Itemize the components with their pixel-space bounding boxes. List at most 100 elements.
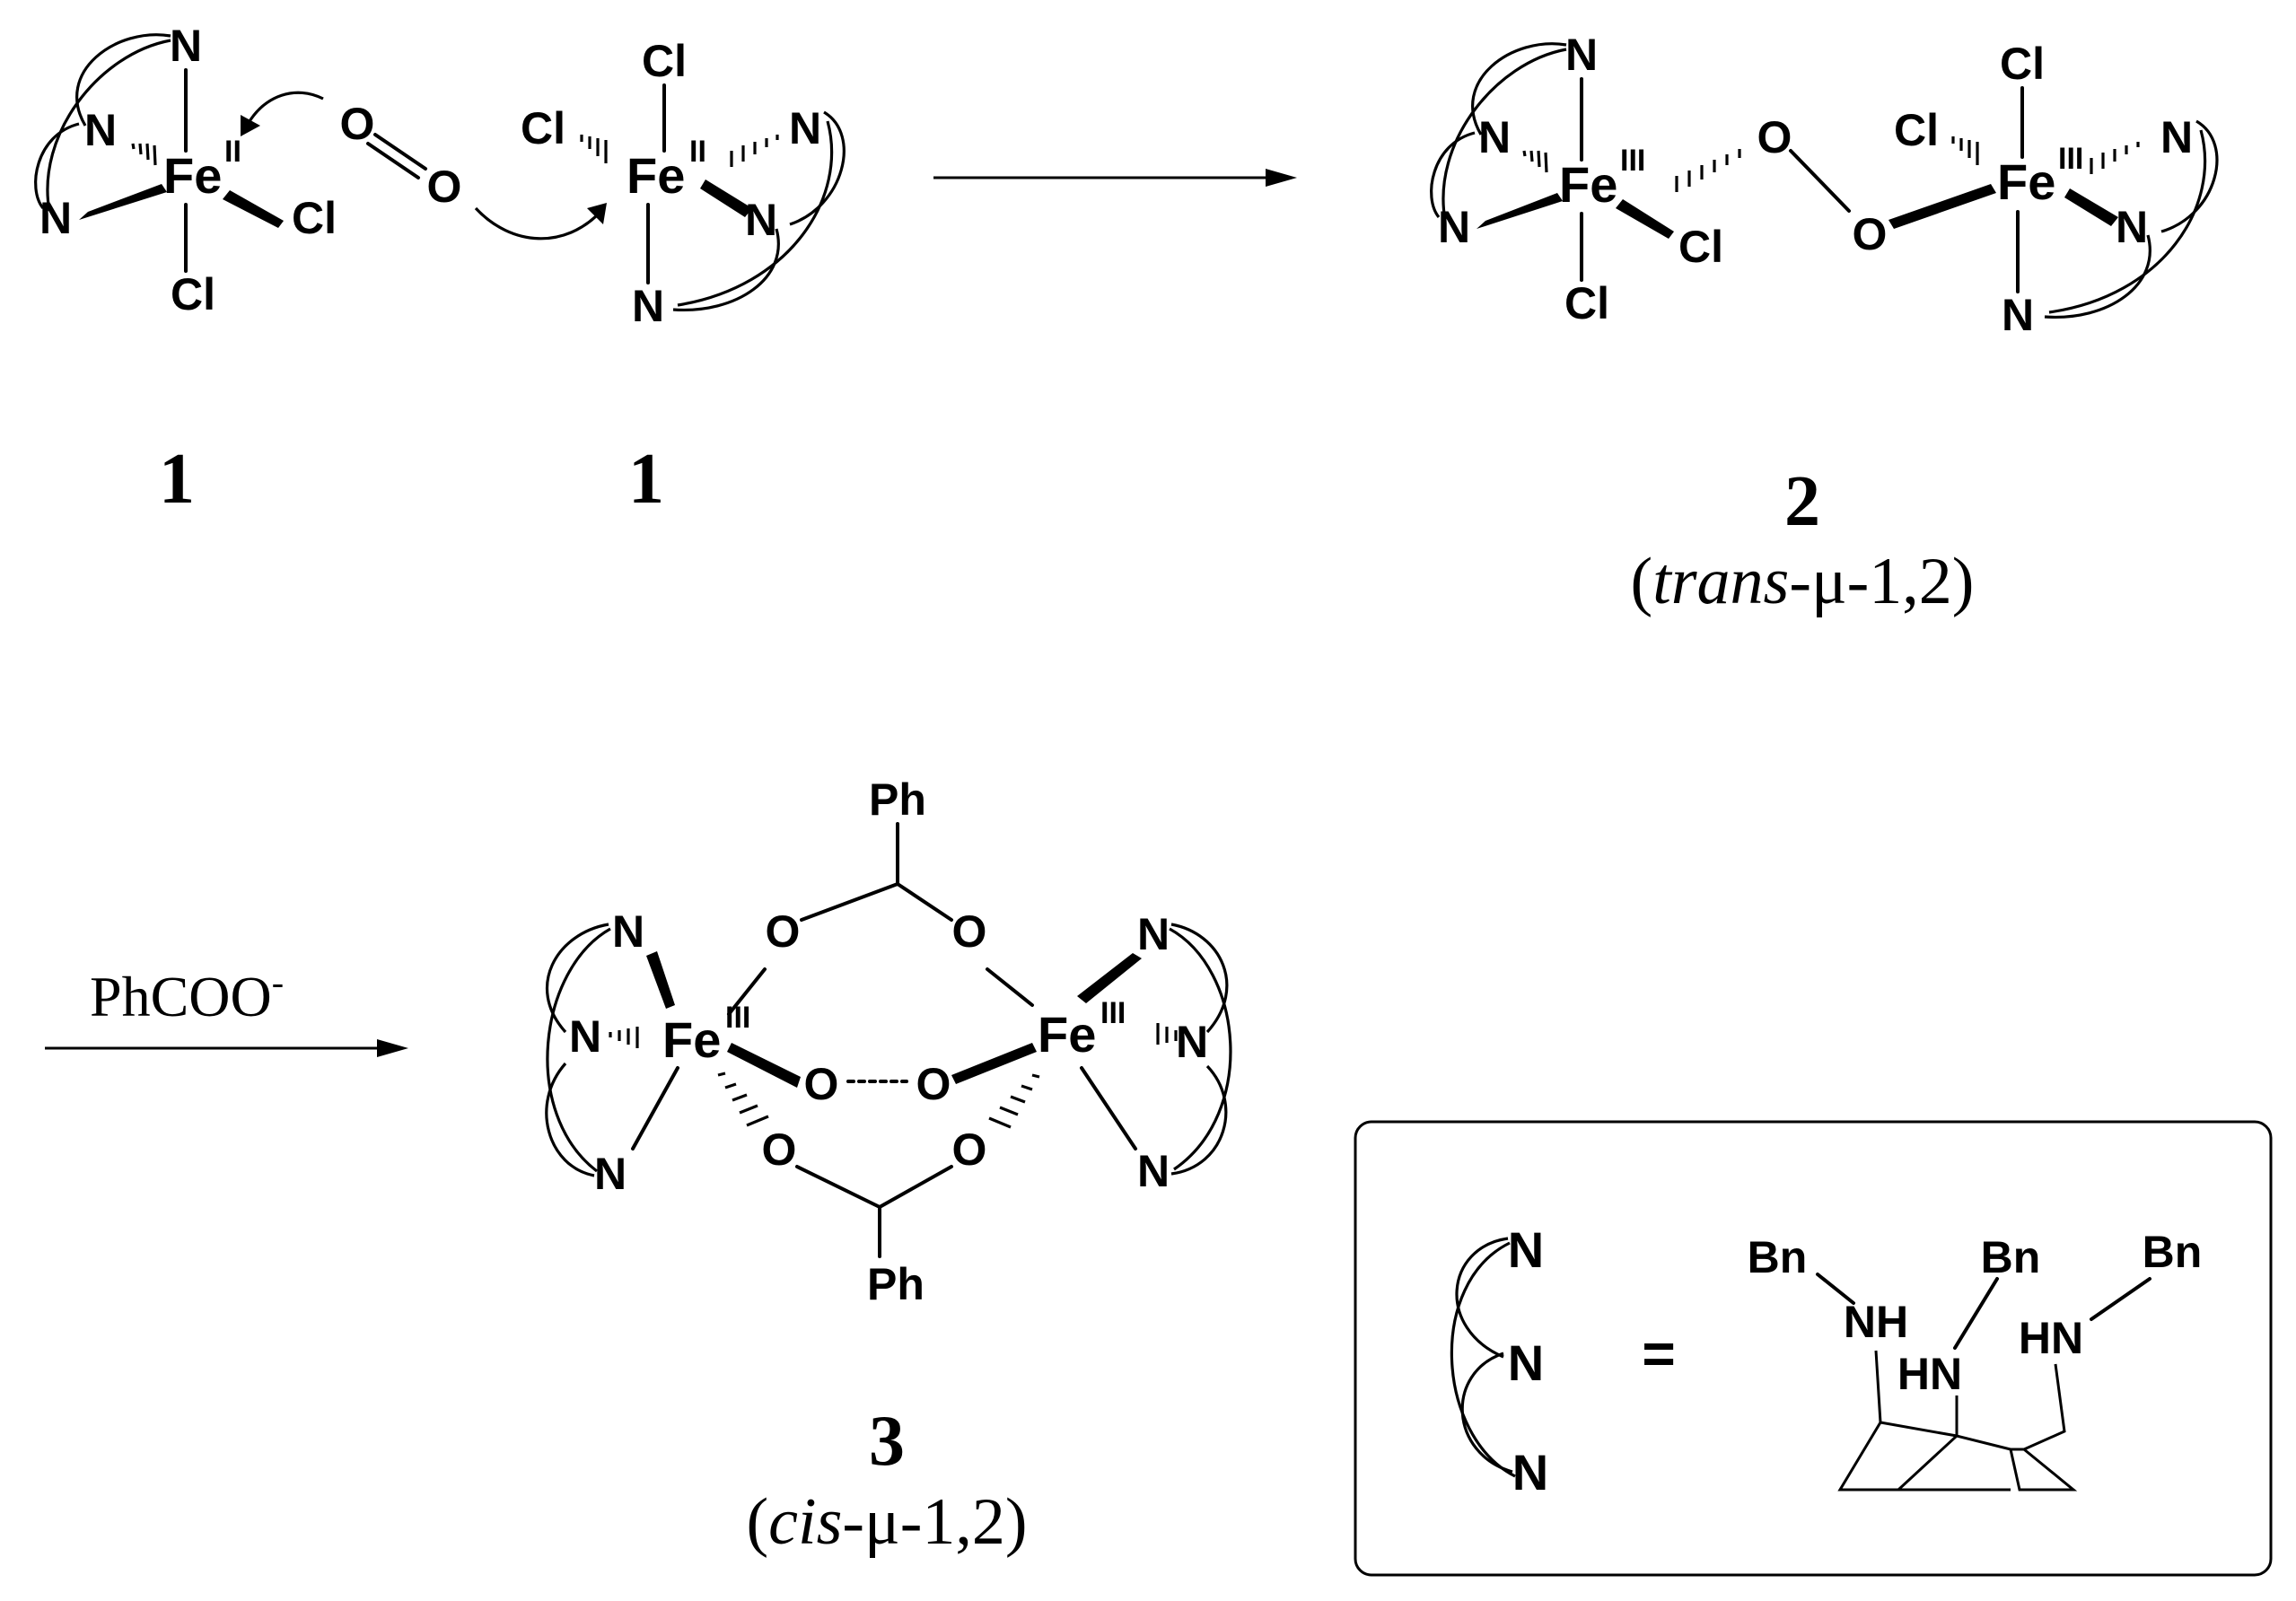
bond — [1816, 1273, 1855, 1305]
ligand-arc — [1455, 1237, 1509, 1359]
benzyl-group: Bn — [1748, 1232, 1808, 1282]
ligand-legend-box: N N N = Bn Bn Bn NH HN HN — [1354, 1120, 2273, 1577]
compound-label: 2 — [1784, 462, 1820, 541]
amine-group: NH — [1844, 1297, 1908, 1347]
compound-label: 3 — [869, 1402, 905, 1481]
atom-n: N — [789, 103, 821, 153]
bond — [631, 1066, 679, 1150]
atom-cl: Cl — [292, 193, 337, 243]
ligand-arc — [1430, 131, 1476, 219]
atom-cl: Cl — [1678, 222, 1723, 272]
atom-n: N — [2160, 112, 2193, 162]
atom-fe: Fe — [662, 1011, 721, 1068]
atom-o: O — [804, 1059, 839, 1109]
hashed-bond — [988, 1073, 1040, 1129]
atom-n: N — [569, 1011, 601, 1062]
electron-arrow — [245, 91, 324, 127]
atom-fe: Fe — [627, 147, 685, 204]
hashed-bond — [131, 143, 157, 166]
hashed-bond — [1156, 1023, 1178, 1045]
compound-descriptor: (cis-μ-1,2) — [747, 1485, 1028, 1559]
ligand-arc — [546, 927, 611, 1173]
atom-cl: Cl — [521, 103, 565, 153]
cyclohexane-ring — [1837, 1350, 2078, 1492]
atom-o: O — [427, 162, 462, 212]
benzyl-group: Bn — [1981, 1232, 2041, 1282]
ligand-arc — [2160, 119, 2219, 233]
reaction-arrow — [933, 169, 1297, 187]
hashed-bond — [717, 1072, 769, 1127]
atom-n: N — [612, 906, 644, 957]
double-bond — [373, 133, 427, 171]
wedge-bond — [79, 184, 167, 220]
hashed-bond — [730, 135, 779, 167]
wedge-bond — [1889, 184, 1996, 229]
bond — [1080, 1066, 1137, 1150]
atom-o: O — [1757, 112, 1792, 162]
bond — [878, 1165, 953, 1209]
double-bond — [366, 142, 420, 179]
oxidation-state-2: II — [224, 135, 241, 169]
amine-group: HN — [1897, 1349, 1962, 1399]
ligand-arc — [1442, 48, 1567, 221]
ligand-arc — [2048, 129, 2207, 314]
bond — [896, 882, 953, 922]
benzyl-group: Bn — [2143, 1227, 2203, 1277]
bond — [795, 1165, 881, 1209]
atom-cl: Cl — [1894, 105, 1939, 155]
hashed-bond — [2090, 142, 2140, 174]
atom-cl: Cl — [171, 269, 215, 319]
ligand-arc — [34, 122, 80, 210]
atom-ph: Ph — [869, 774, 926, 825]
ligand-arc — [677, 120, 834, 307]
hashed-bond — [580, 135, 608, 163]
atom-n: N — [1137, 909, 1170, 959]
atom-ph: Ph — [867, 1259, 925, 1309]
hashed-bond — [1951, 136, 1979, 165]
atom-o: O — [766, 906, 801, 957]
ligand-arc — [545, 1062, 595, 1177]
atom-n: N — [1508, 1221, 1544, 1278]
atom-n: N — [2116, 202, 2148, 252]
equals-sign: = — [1642, 1321, 1675, 1386]
ligand-arc — [46, 39, 171, 212]
atom-n: N — [745, 195, 777, 245]
reaction-arrow-2: PhCOO- — [45, 962, 408, 1057]
dioxygen: O O — [241, 91, 607, 241]
atom-n: N — [1508, 1334, 1544, 1391]
wedge-bond — [1616, 199, 1674, 239]
amine-group: HN — [2019, 1313, 2083, 1363]
arrowhead — [241, 115, 260, 136]
atom-cl: Cl — [2000, 39, 2045, 89]
atom-n: N — [39, 193, 72, 243]
arrowhead — [587, 203, 607, 224]
atom-o: O — [1853, 209, 1888, 259]
compound-1-left: N N N Fe II Cl Cl — [34, 21, 337, 319]
atom-n: N — [1478, 112, 1511, 162]
ligand-arc — [1169, 927, 1232, 1171]
oxidation-state-3: III — [1100, 996, 1126, 1030]
atom-n: N — [632, 281, 664, 331]
ligand-arc — [2044, 234, 2151, 319]
atom-o: O — [762, 1124, 797, 1175]
atom-n: N — [1137, 1146, 1170, 1196]
atom-n: N — [170, 21, 202, 71]
atom-fe: Fe — [1038, 1006, 1096, 1063]
hashed-bond — [1522, 150, 1548, 173]
atom-cl: Cl — [1564, 278, 1609, 328]
ligand-arc — [1170, 1064, 1228, 1176]
wedge-bond — [1477, 193, 1563, 229]
ligand-arc — [75, 33, 171, 127]
bond — [1953, 1277, 1999, 1350]
oxidation-state-3: III — [725, 1001, 750, 1035]
ligand-arc — [546, 923, 609, 1034]
compound-label: 1 — [628, 440, 664, 519]
compound-3: Ph O O N N N Fe III N N N Fe III O O O O… — [545, 774, 1232, 1309]
atom-o: O — [340, 99, 375, 149]
peroxo-bond — [1789, 149, 1851, 213]
bond — [800, 882, 899, 922]
ligand-arc — [1471, 42, 1567, 136]
electron-arrow — [474, 206, 603, 241]
atom-n: N — [84, 105, 117, 155]
